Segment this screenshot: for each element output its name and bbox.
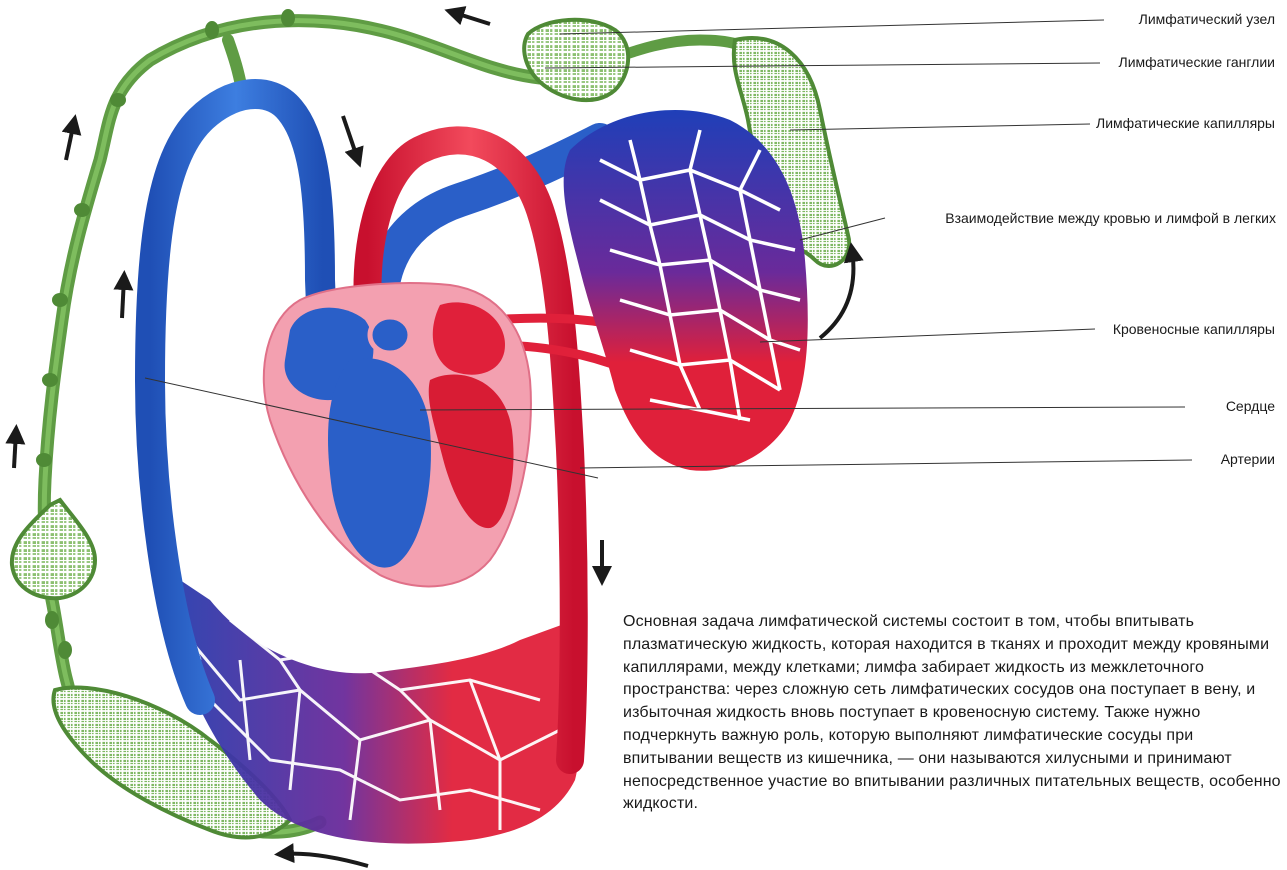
lymph-node-left bbox=[12, 500, 95, 598]
label-lymph-ganglia: Лимфатические ганглии bbox=[1119, 54, 1276, 70]
arrow-top bbox=[452, 12, 490, 24]
label-blood-lymph-interaction: Взаимодействие между кровью и лимфой в л… bbox=[945, 210, 1276, 226]
label-blood-capillaries: Кровеносные капилляры bbox=[1113, 321, 1275, 337]
description-text: Основная задача лимфатической системы со… bbox=[623, 611, 1283, 870]
arrow-vein bbox=[343, 116, 358, 160]
pulmonary-capillary-network bbox=[564, 110, 808, 471]
label-heart: Сердце bbox=[1226, 398, 1275, 414]
arrow-bottom bbox=[282, 854, 368, 866]
label-arteries: Артерии bbox=[1221, 451, 1275, 467]
heart bbox=[264, 283, 531, 586]
description-paragraph: Основная задача лимфатической системы со… bbox=[623, 611, 1283, 816]
label-lymph-node: Лимфатический узел bbox=[1139, 11, 1275, 27]
arrow-left-3 bbox=[14, 432, 16, 468]
lymph-node-top bbox=[524, 20, 628, 100]
arrow-left-2 bbox=[122, 278, 124, 318]
arrow-left-1 bbox=[66, 122, 74, 160]
label-lymph-capillaries: Лимфатические капилляры bbox=[1096, 115, 1275, 131]
